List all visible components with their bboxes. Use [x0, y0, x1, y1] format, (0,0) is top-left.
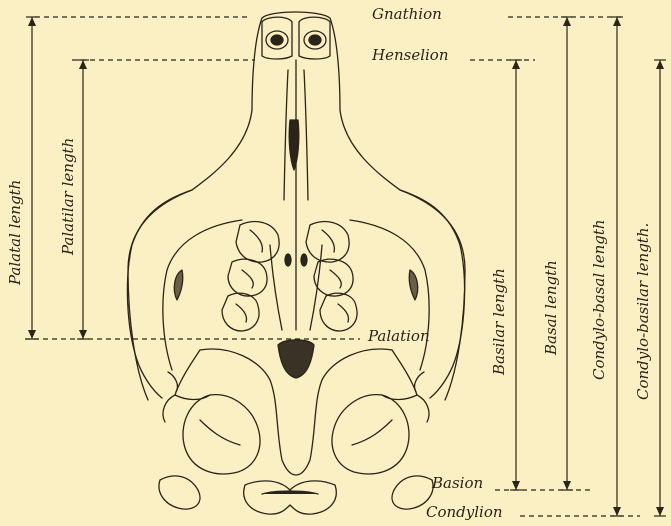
gnathion-label: Gnathion [372, 7, 442, 22]
palatilar-length-label: Palatilar length [61, 138, 76, 255]
occipital-condyles [244, 481, 337, 514]
end-bars [26, 17, 666, 516]
molar-row-left [222, 222, 279, 331]
basion-label: Basion [432, 476, 483, 491]
auditory-bulla-left [183, 395, 260, 474]
basilar-length-label: Basilar length [492, 268, 507, 375]
palation-label: Palation [368, 329, 430, 344]
molar-row-right [306, 222, 357, 331]
basal-length-label: Basal length [544, 260, 559, 355]
condylion-label: Condylion [426, 505, 503, 520]
incisors [262, 17, 330, 59]
arrowheads [28, 17, 664, 516]
palatal-length-label: Palatal length [8, 180, 23, 285]
auditory-bulla-right [332, 395, 409, 474]
incisive-foramen [289, 120, 299, 170]
henselion-label: Henselion [372, 48, 448, 63]
condylo-basal-length-label: Condylo-basal length [592, 219, 607, 380]
skull-drawing [127, 12, 465, 514]
condylo-basilar-length-label: Condylo-basilar length. [636, 223, 651, 400]
